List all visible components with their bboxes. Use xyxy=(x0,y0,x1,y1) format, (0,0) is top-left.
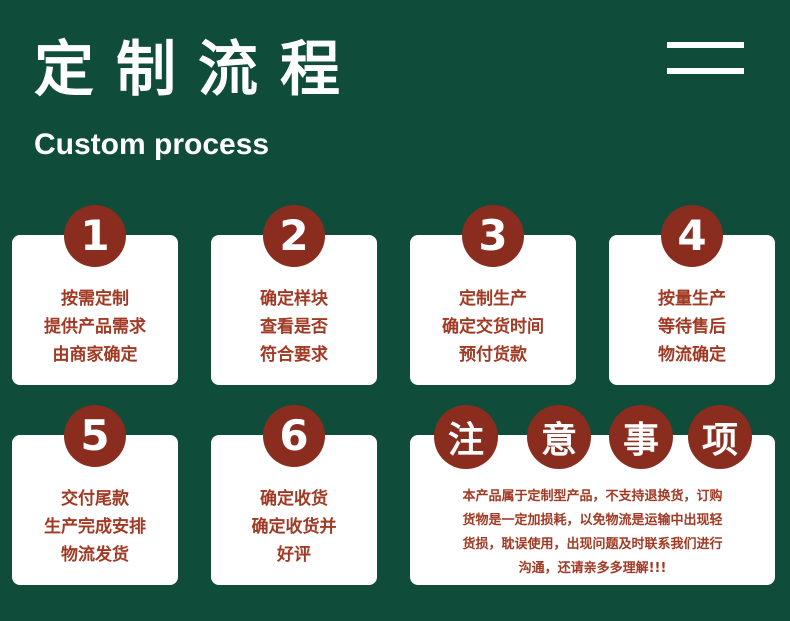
step-3-text: 定制生产 确定交货时间 预付货款 xyxy=(410,285,576,369)
step-3-line-1: 定制生产 xyxy=(459,289,527,309)
step-4-text: 按量生产 等待售后 物流确定 xyxy=(609,285,775,369)
hamburger-menu-icon[interactable] xyxy=(667,42,744,74)
step-card-3: 定制生产 确定交货时间 预付货款 xyxy=(410,235,576,385)
step-6-line-1: 确定收货 xyxy=(260,489,328,509)
notice-title-char-4: 项 xyxy=(688,405,752,469)
step-3-badge: 3 xyxy=(462,205,524,267)
notice-title-char-3: 事 xyxy=(609,405,673,469)
notice-line-4: 沟通，还请亲多多理解!!! xyxy=(518,561,667,576)
step-2-badge: 2 xyxy=(263,205,325,267)
step-4-badge: 4 xyxy=(661,205,723,267)
step-1-line-1: 按需定制 xyxy=(61,289,129,309)
step-5-text: 交付尾款 生产完成安排 物流发货 xyxy=(12,485,178,569)
step-4-line-1: 按量生产 xyxy=(658,289,726,309)
step-2-text: 确定样块 查看是否 符合要求 xyxy=(211,285,377,369)
step-3-line-2: 确定交货时间 xyxy=(442,317,544,337)
step-1-line-2: 提供产品需求 xyxy=(44,317,146,337)
notice-title-char-2: 意 xyxy=(527,405,591,469)
step-3-line-3: 预付货款 xyxy=(459,345,527,365)
step-6-text: 确定收货 确定收货并 好评 xyxy=(211,485,377,569)
step-2-line-2: 查看是否 xyxy=(260,317,328,337)
step-4-line-2: 等待售后 xyxy=(658,317,726,337)
step-2-line-1: 确定样块 xyxy=(260,289,328,309)
step-5-line-1: 交付尾款 xyxy=(61,489,129,509)
page-subtitle: Custom process xyxy=(34,128,270,161)
notice-title-char-1: 注 xyxy=(434,405,498,469)
notice-line-2: 货物是一定加损耗，以免物流是运输中出现轻 xyxy=(462,513,723,528)
step-6-line-2: 确定收货并 xyxy=(251,517,337,537)
step-1-text: 按需定制 提供产品需求 由商家确定 xyxy=(12,285,178,369)
notice-text: 本产品属于定制型产品，不支持退换货，订购 货物是一定加损耗，以免物流是运输中出现… xyxy=(428,485,757,581)
notice-line-3: 货损，耽误使用，出现问题及时联系我们进行 xyxy=(462,537,723,552)
step-6-line-3: 好评 xyxy=(277,545,311,565)
step-4-line-3: 物流确定 xyxy=(658,345,726,365)
step-1-line-3: 由商家确定 xyxy=(52,345,138,365)
step-5-line-2: 生产完成安排 xyxy=(44,517,146,537)
step-6-badge: 6 xyxy=(263,405,325,467)
step-5-badge: 5 xyxy=(64,405,126,467)
page-title: 定制流程 xyxy=(34,35,362,105)
notice-line-1: 本产品属于定制型产品，不支持退换货，订购 xyxy=(462,489,723,504)
step-1-badge: 1 xyxy=(64,205,126,267)
step-2-line-3: 符合要求 xyxy=(260,345,328,365)
step-5-line-3: 物流发货 xyxy=(61,545,129,565)
